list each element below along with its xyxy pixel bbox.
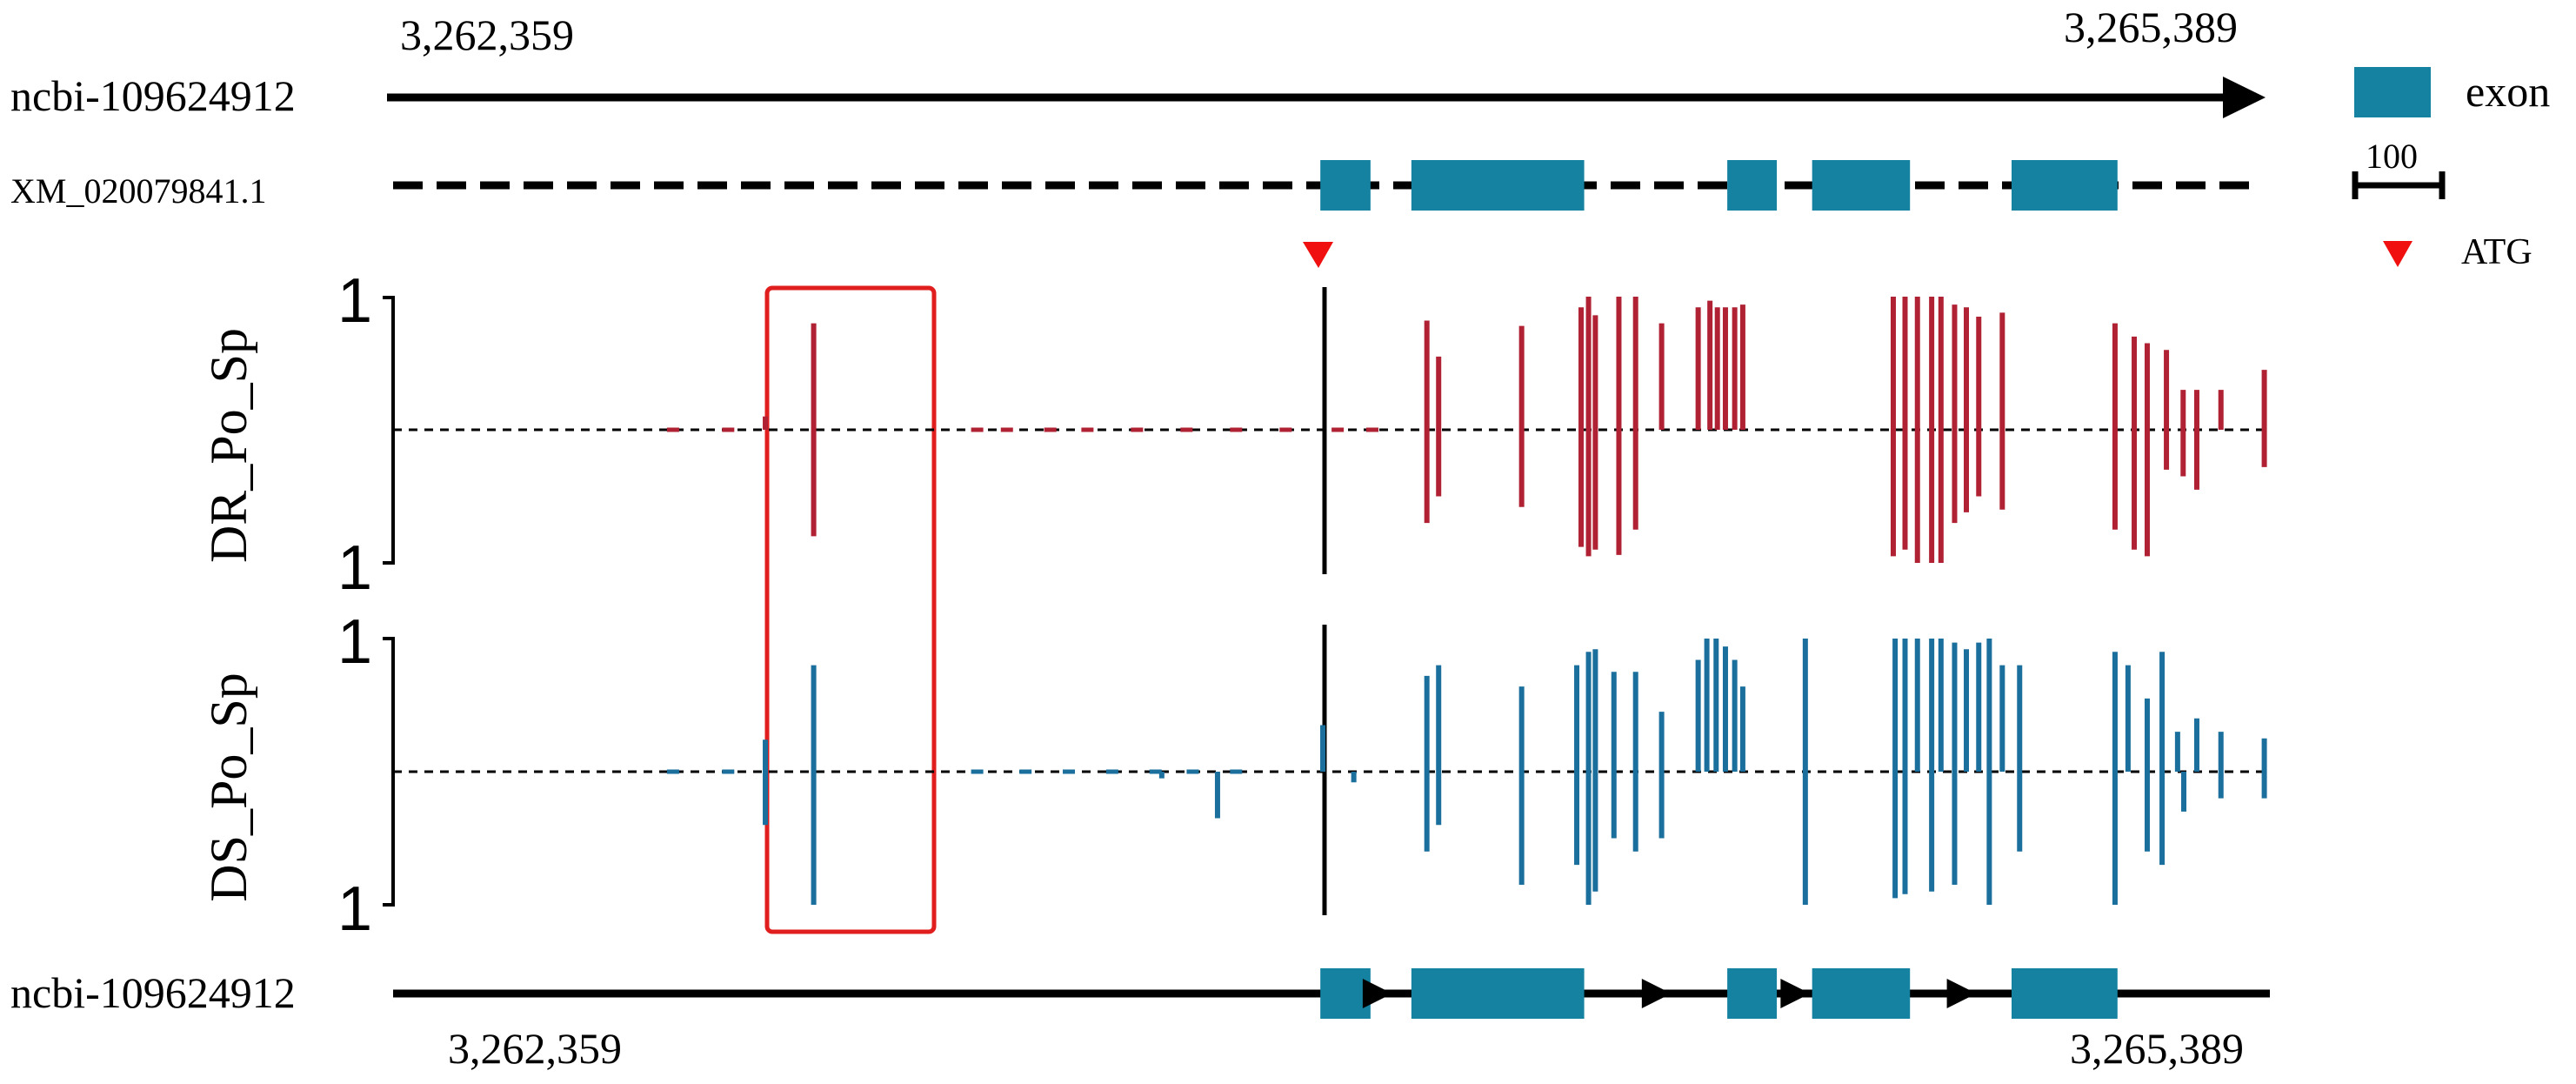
transcript-exon bbox=[1812, 160, 1911, 211]
transcript-exon bbox=[1727, 160, 1778, 211]
track-dr-y-bottom: 1 bbox=[337, 533, 372, 603]
intron-direction-arrow bbox=[1362, 979, 1392, 1008]
gene-model-exon bbox=[1812, 968, 1911, 1019]
gene-model-exon bbox=[1411, 968, 1585, 1019]
gene-model-exon bbox=[1727, 968, 1778, 1019]
track-dr-y-axis bbox=[383, 296, 395, 565]
track-ds-y-top: 1 bbox=[337, 607, 372, 677]
gene-model-exon bbox=[1320, 968, 1371, 1019]
legend-exon-label: exon bbox=[2466, 67, 2550, 116]
track-dr-label: DR_Po_Sp bbox=[200, 328, 257, 563]
track-ds-bars bbox=[666, 639, 2267, 905]
atg-marker bbox=[1303, 242, 1333, 268]
track-ds-label: DS_Po_Sp bbox=[200, 672, 257, 901]
legend-scale-label: 100 bbox=[2366, 137, 2418, 176]
gene-end-label-top: 3,265,389 bbox=[2064, 3, 2238, 51]
gene-name-bottom: ncbi-109624912 bbox=[10, 968, 296, 1017]
transcript-exon bbox=[1320, 160, 1371, 211]
legend-atg-label: ATG bbox=[2461, 232, 2533, 272]
transcript-exons bbox=[1320, 160, 2118, 211]
track-dr: DR_Po_Sp 1 1 bbox=[200, 266, 2270, 603]
track-ds-y-axis bbox=[383, 637, 395, 907]
track-dr-y-top: 1 bbox=[337, 266, 372, 336]
track-dr-bars bbox=[666, 297, 2267, 563]
gene-name-top: ncbi-109624912 bbox=[10, 71, 296, 120]
legend-atg-marker bbox=[2383, 241, 2412, 267]
gene-end-label-bottom: 3,265,389 bbox=[2070, 1024, 2244, 1073]
gene-arrow-head bbox=[2223, 77, 2266, 118]
track-ds: DS_Po_Sp 1 1 bbox=[200, 607, 2270, 944]
gene-model-exons bbox=[1320, 968, 2118, 1019]
intron-direction-arrow bbox=[1946, 979, 1977, 1008]
transcript-exon bbox=[2012, 160, 2118, 211]
scale-bar bbox=[2352, 171, 2446, 199]
transcript-exon bbox=[1411, 160, 1585, 211]
intron-direction-arrow bbox=[1641, 979, 1672, 1008]
track-ds-y-bottom: 1 bbox=[337, 874, 372, 944]
gene-model-arrows bbox=[1362, 979, 1977, 1008]
highlight-box bbox=[764, 285, 937, 934]
gene-model-exon bbox=[2012, 968, 2118, 1019]
intron-direction-arrow bbox=[1780, 979, 1811, 1008]
legend-exon-swatch bbox=[2354, 67, 2431, 117]
gene-start-label-bottom: 3,262,359 bbox=[448, 1024, 622, 1073]
transcript-name: XM_020079841.1 bbox=[10, 171, 266, 211]
gene-start-label-top: 3,262,359 bbox=[400, 10, 574, 59]
